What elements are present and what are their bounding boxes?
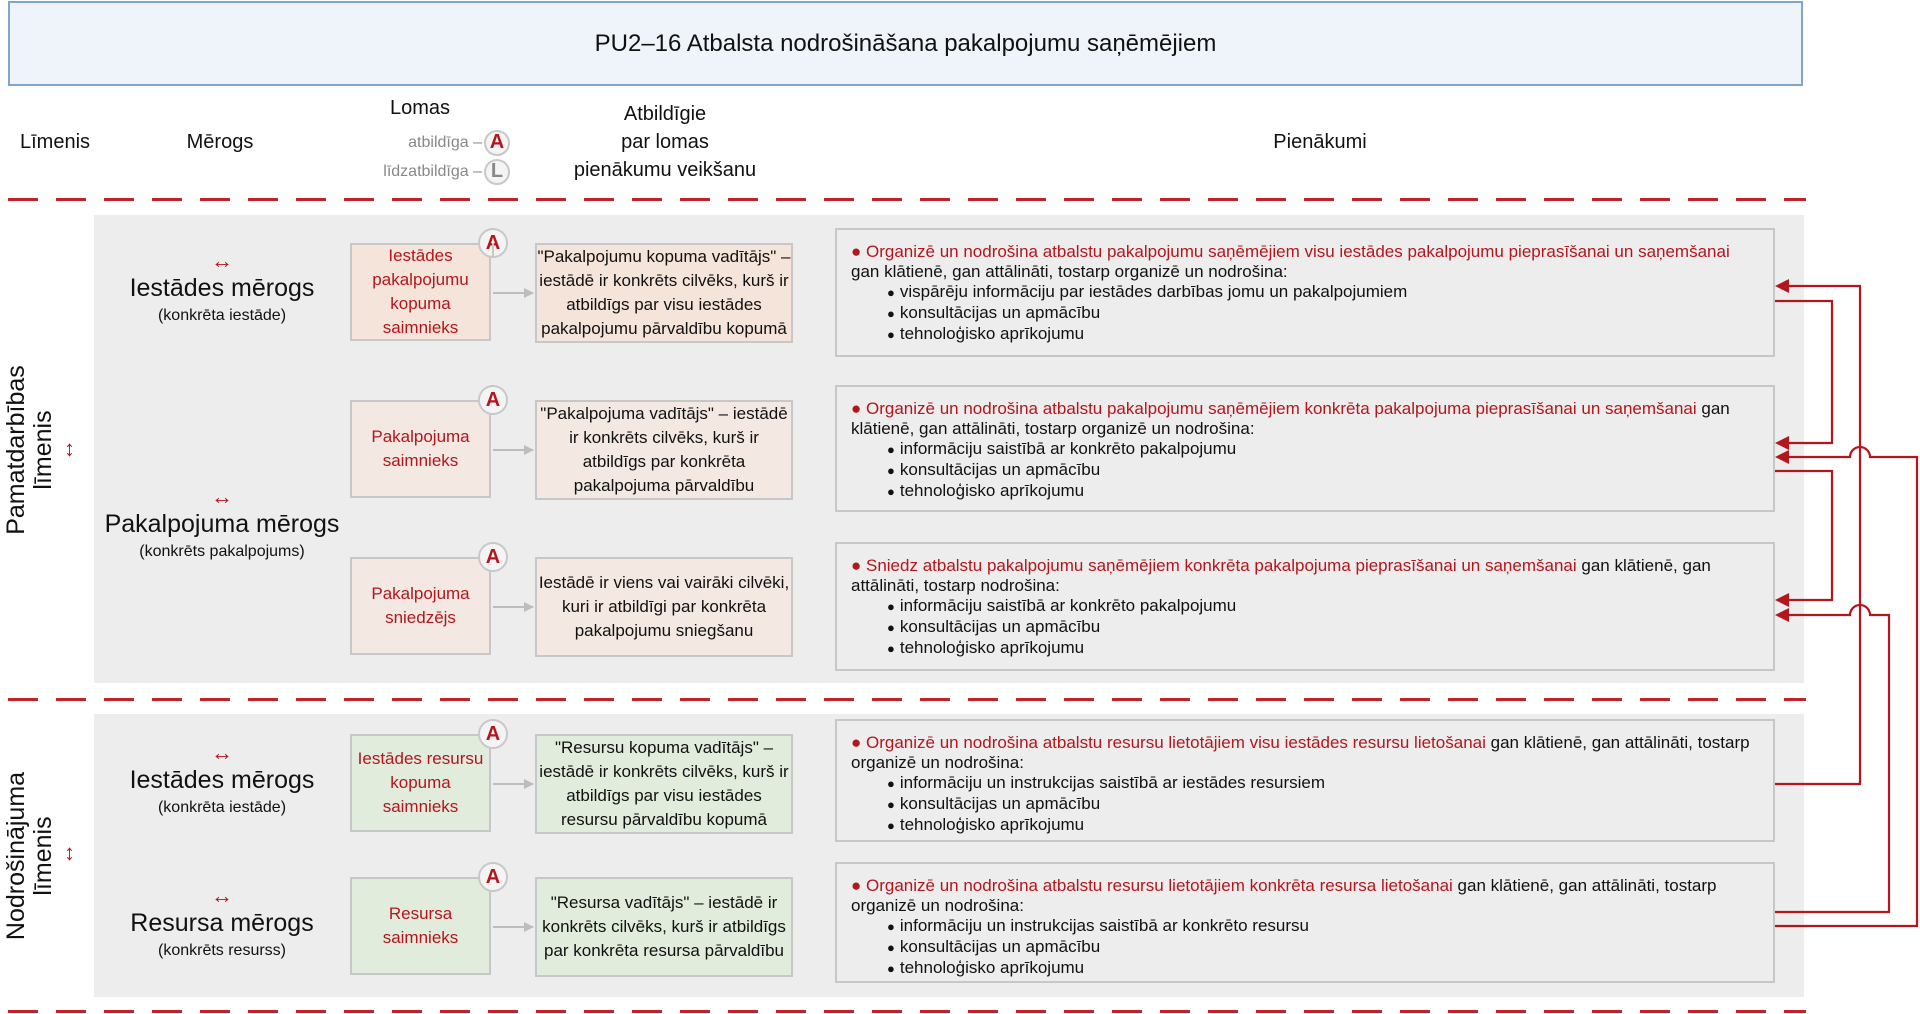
connector-line — [1775, 445, 1919, 928]
arrowhead-icon — [1775, 593, 1789, 607]
role-box: Iestādes pakalpojumu kopuma saimnieks — [350, 243, 491, 341]
arrowhead-icon — [1775, 279, 1789, 293]
duty-lead: ● Sniedz atbalstu pakalpojumu saņēmējiem… — [851, 556, 1577, 575]
duty-rest: gan klātienē, gan attālināti, tostarp or… — [851, 733, 1750, 772]
responsible-badge-icon: A — [478, 862, 508, 892]
responsible-badge-icon: A — [478, 228, 508, 258]
duty-item: tehnoloģisko aprīkojumu — [887, 638, 1759, 659]
horizontal-arrow-icon: ↔ — [211, 248, 233, 273]
legend-responsible-label: atbildīga – — [408, 133, 482, 151]
duty-item: tehnoloģisko aprīkojumu — [887, 324, 1759, 345]
scale-subtitle: (konkrēts pakalpojums) — [139, 543, 305, 560]
legend-responsible: atbildīga – A — [330, 128, 510, 157]
responsible-badge-icon: A — [478, 385, 508, 415]
horizontal-arrow-icon: ↔ — [211, 740, 233, 765]
duty-item: konsultācijas un apmācību — [887, 617, 1759, 638]
duty-rest: gan klātienē, gan attālināti, tostarp or… — [851, 262, 1288, 281]
role-box: Pakalpojuma sniedzējs — [350, 557, 491, 655]
arrowhead-icon — [1775, 450, 1789, 464]
duty-box: ● Organizē un nodrošina atbalstu resursu… — [835, 719, 1775, 842]
scale-subtitle: (konkrēta iestāde) — [157, 307, 287, 324]
duty-item: konsultācijas un apmācību — [887, 303, 1759, 324]
arrowhead-icon — [1775, 436, 1789, 450]
duty-item: informāciju un instrukcijas saistībā ar … — [887, 773, 1759, 794]
scale-resource: ↔ Resursa mērogs (konkrēts resurss) — [87, 885, 357, 963]
duty-item: tehnoloģisko aprīkojumu — [887, 481, 1759, 502]
responsible-description: "Resursu kopuma vadītājs" – iestādē ir k… — [535, 734, 793, 834]
responsible-description: "Pakalpojuma vadītājs" – iestādē ir konk… — [535, 400, 793, 500]
responsible-badge-icon: A — [478, 719, 508, 749]
arrowhead-icon — [1775, 608, 1789, 622]
separator-line — [8, 198, 1806, 201]
responsible-description: "Resursa vadītājs" – iestādē ir konkrēts… — [535, 877, 793, 977]
responsible-description: Iestādē ir viens vai vairāki cilvēki, ku… — [535, 557, 793, 657]
vertical-arrow-icon: ↕ — [64, 436, 75, 461]
duty-lead: ● Organizē un nodrošina atbalstu pakalpo… — [851, 242, 1730, 261]
header-responsible: Atbildīgie par lomas pienākumu veikšanu — [540, 100, 790, 184]
horizontal-arrow-icon: ↔ — [211, 484, 233, 509]
duty-items: informāciju un instrukcijas saistībā ar … — [851, 916, 1759, 979]
responsible-badge-icon: A — [484, 129, 510, 156]
duty-item: konsultācijas un apmācību — [887, 937, 1759, 958]
scale-service: ↔ Pakalpojuma mērogs (konkrēts pakalpoju… — [87, 486, 357, 564]
duty-box: ● Organizē un nodrošina atbalstu resursu… — [835, 862, 1775, 983]
duty-items: informāciju un instrukcijas saistībā ar … — [851, 773, 1759, 836]
scale-name: Iestādes mērogs — [129, 766, 315, 794]
diagram-title: PU2–16 Atbalsta nodrošināšana pakalpojum… — [8, 1, 1803, 86]
header-responsible-line3: pienākumu veikšanu — [573, 159, 757, 181]
duty-items: informāciju saistībā ar konkrēto pakalpo… — [851, 439, 1759, 502]
duty-lead: ● Organizē un nodrošina atbalstu resursu… — [851, 876, 1453, 895]
coresponsible-badge-icon: L — [484, 158, 510, 185]
duty-item: informāciju un instrukcijas saistībā ar … — [887, 916, 1759, 937]
scale-institution: ↔ Iestādes mērogs (konkrēta iestāde) — [87, 250, 357, 328]
duty-lead: ● Organizē un nodrošina atbalstu pakalpo… — [851, 399, 1697, 418]
scale-subtitle: (konkrēts resurss) — [157, 942, 287, 959]
duty-rest: gan klātienē, gan attālināti, tostarp or… — [851, 399, 1730, 438]
header-duties: Pienākumi — [1273, 131, 1367, 153]
connector-line — [1775, 299, 1834, 445]
role-box: Pakalpojuma saimnieks — [350, 400, 491, 498]
duty-items: informāciju saistībā ar konkrēto pakalpo… — [851, 596, 1759, 659]
vertical-arrow-icon: ↕ — [64, 840, 75, 865]
role-box: Resursa saimnieks — [350, 877, 491, 975]
scale-name: Pakalpojuma mērogs — [104, 510, 340, 538]
duty-box: ● Organizē un nodrošina atbalstu pakalpo… — [835, 385, 1775, 512]
scale-institution-resources: ↔ Iestādes mērogs (konkrēta iestāde) — [87, 742, 357, 820]
duty-item: informāciju saistībā ar konkrēto pakalpo… — [887, 439, 1759, 460]
separator-line — [8, 1010, 1806, 1013]
scale-name: Iestādes mērogs — [129, 274, 315, 302]
separator-line — [8, 698, 1806, 701]
duty-item: informāciju saistībā ar konkrēto pakalpo… — [887, 596, 1759, 617]
role-box: Iestādes resursu kopuma saimnieks — [350, 734, 491, 832]
duty-rest: gan klātienē, gan attālināti, tostarp no… — [851, 556, 1711, 595]
header-responsible-line2: par lomas — [621, 131, 709, 153]
header-level: Līmenis — [19, 131, 91, 153]
connector-line — [1775, 284, 1862, 786]
duty-items: vispārēju informāciju par iestādes darbī… — [851, 282, 1759, 345]
responsible-description: "Pakalpojumu kopuma vadītājs" – iestādē … — [535, 243, 793, 343]
duty-box: ● Sniedz atbalstu pakalpojumu saņēmējiem… — [835, 542, 1775, 671]
legend-coresponsible: līdzatbildīga – L — [330, 157, 510, 186]
legend-coresponsible-label: līdzatbildīga – — [383, 162, 482, 180]
scale-subtitle: (konkrēta iestāde) — [157, 799, 287, 816]
duty-item: vispārēju informāciju par iestādes darbī… — [887, 282, 1759, 303]
scale-name: Resursa mērogs — [130, 909, 314, 937]
duty-lead: ● Organizē un nodrošina atbalstu resursu… — [851, 733, 1486, 752]
duty-item: tehnoloģisko aprīkojumu — [887, 815, 1759, 836]
header-roles: Lomas — [389, 97, 451, 119]
connector-line — [1775, 603, 1891, 914]
duty-item: konsultācijas un apmācību — [887, 460, 1759, 481]
responsible-badge-icon: A — [478, 542, 508, 572]
horizontal-arrow-icon: ↔ — [211, 883, 233, 908]
duty-item: konsultācijas un apmācību — [887, 794, 1759, 815]
duty-box: ● Organizē un nodrošina atbalstu pakalpo… — [835, 228, 1775, 357]
duty-rest: gan klātienē, gan attālināti, tostarp or… — [851, 876, 1717, 915]
header-responsible-line1: Atbildīgie — [623, 103, 707, 125]
connector-line — [1775, 469, 1834, 602]
header-scale: Mērogs — [186, 131, 254, 153]
duty-item: tehnoloģisko aprīkojumu — [887, 958, 1759, 979]
